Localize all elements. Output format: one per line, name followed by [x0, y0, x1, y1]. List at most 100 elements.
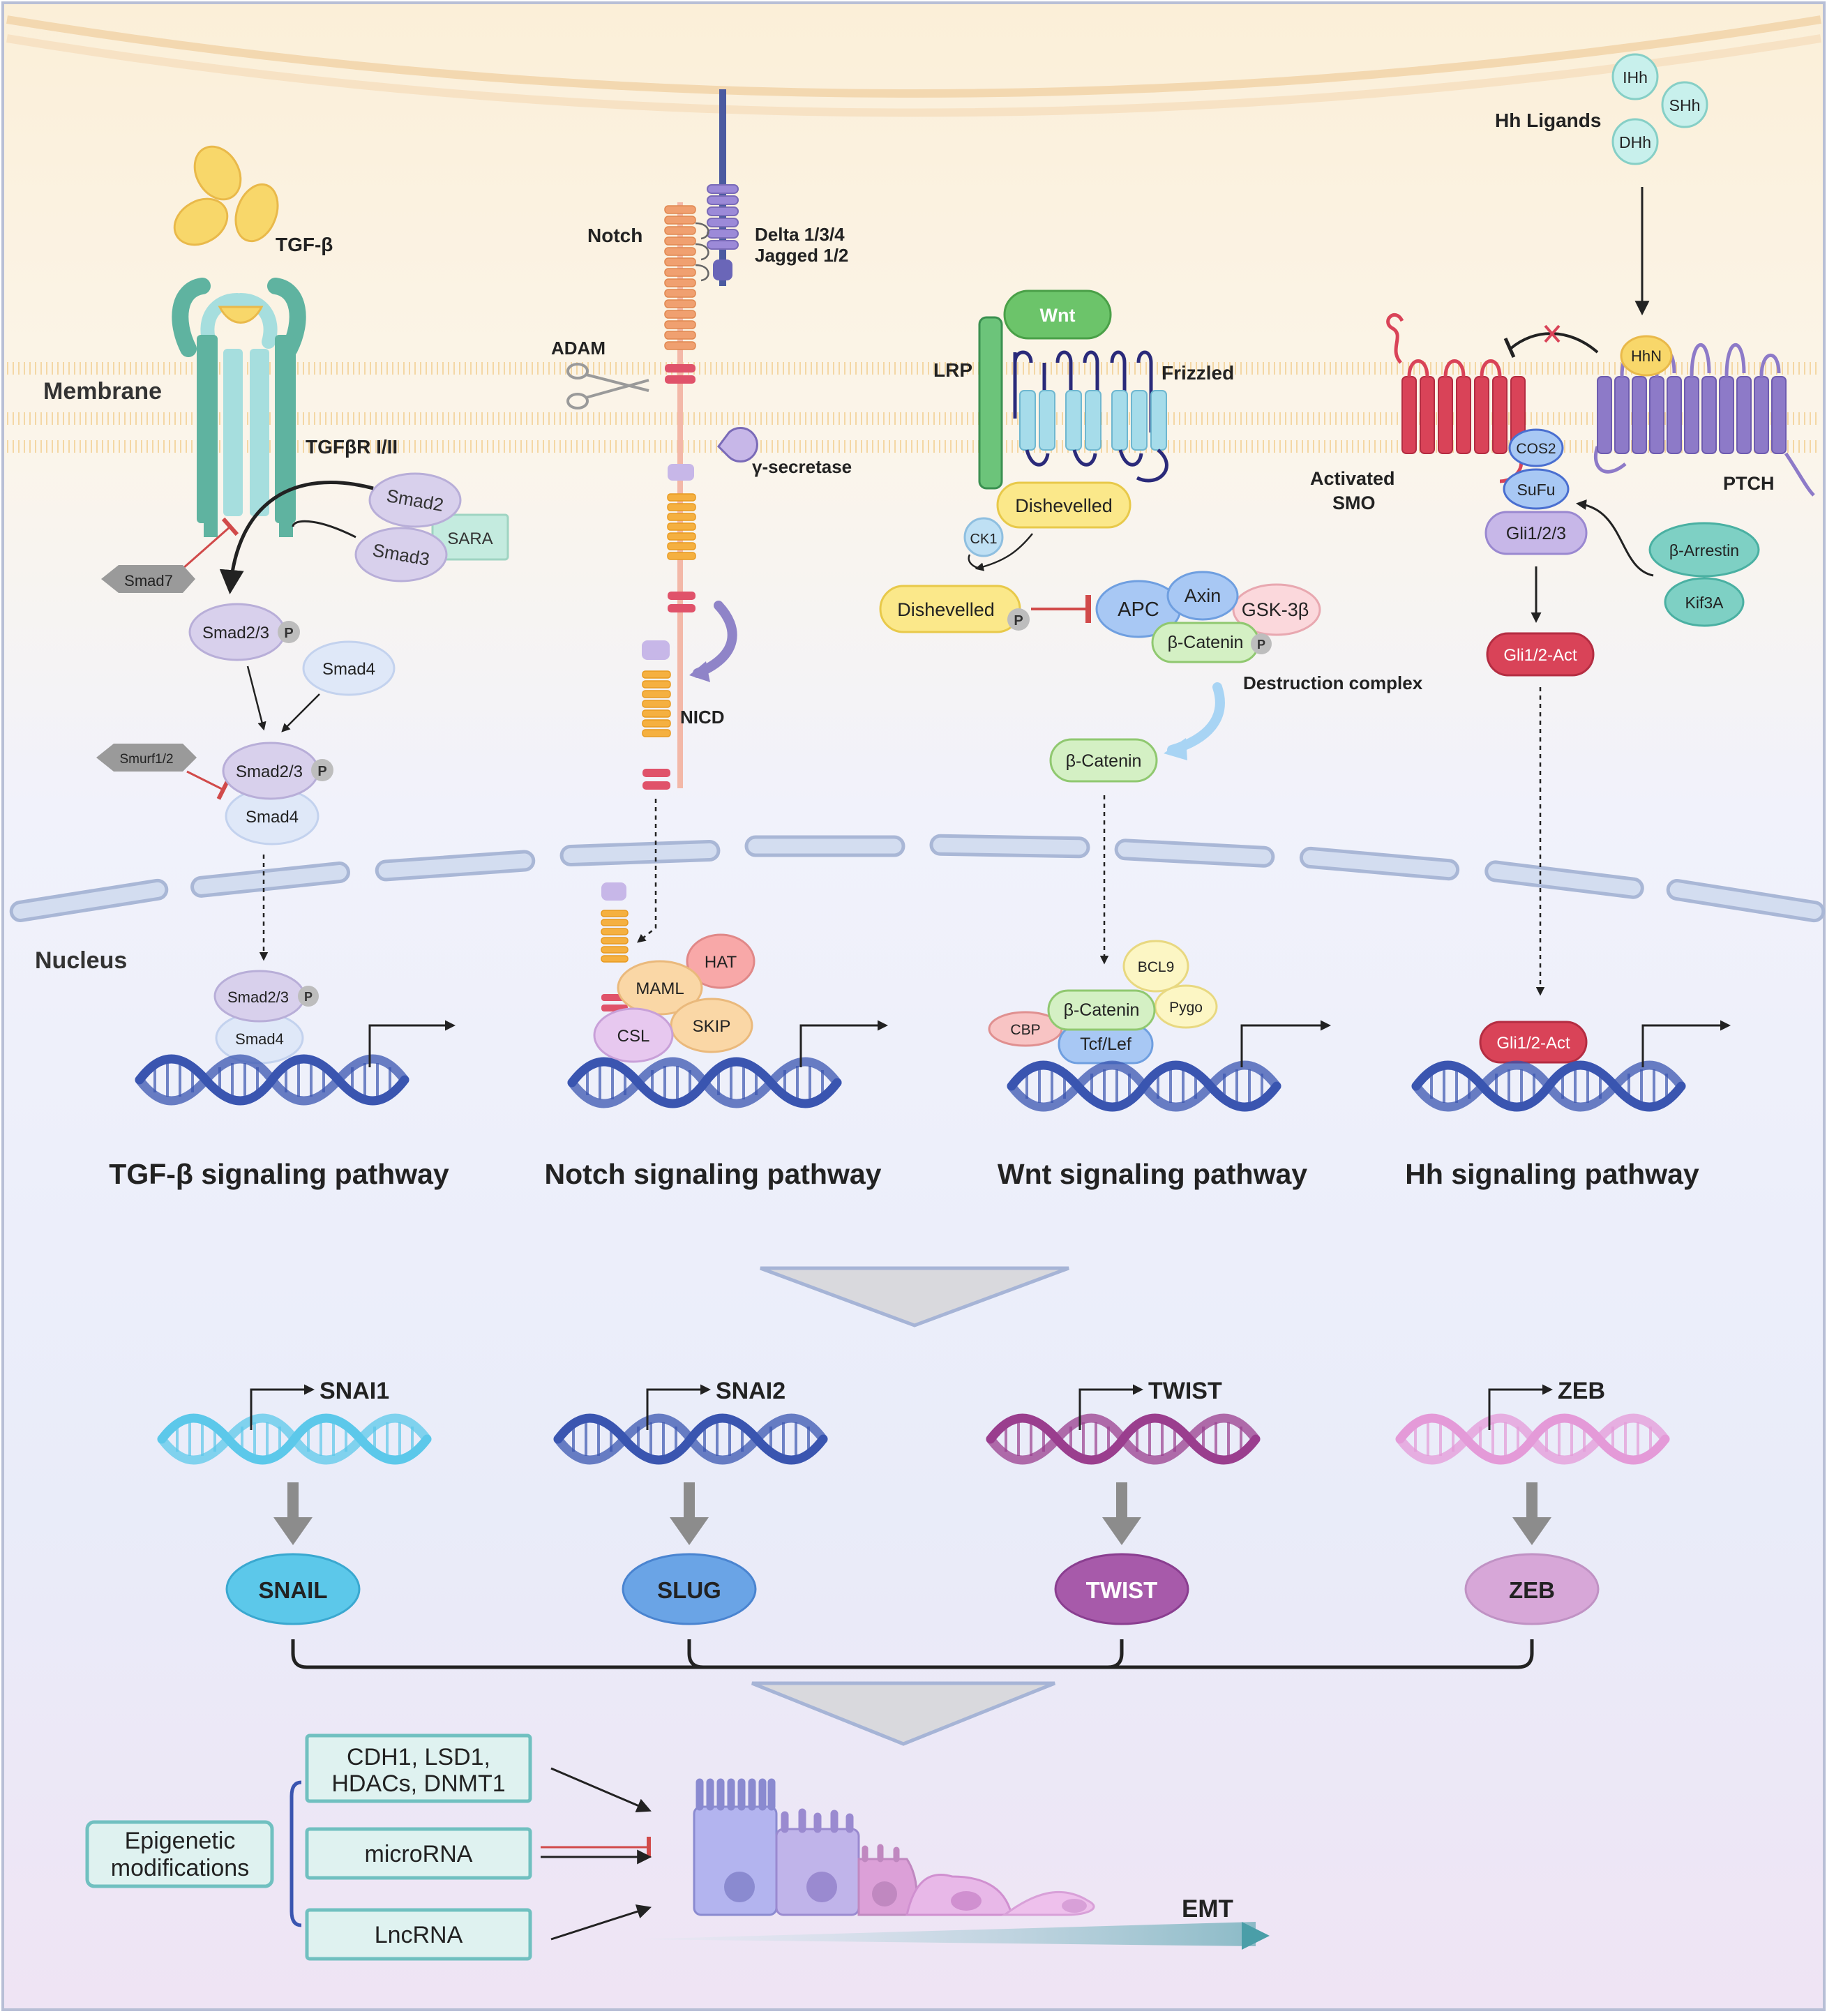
- tgf-beta-pathway: TGF-β Membrane TGFβR I/II SARA Smad2 Sma…: [35, 145, 509, 1190]
- cdh1-box: [305, 1733, 532, 1803]
- hh-pathway-title: Hh signaling pathway: [1405, 1158, 1699, 1190]
- svg-text:HDACs, DNMT1: HDACs, DNMT1: [331, 1770, 505, 1797]
- tgf-transcription-arrow: [368, 1020, 456, 1067]
- svg-text:P: P: [1257, 638, 1265, 652]
- smad7-badge: Smad7: [101, 565, 195, 593]
- notch-transcription-arrow: [799, 1020, 888, 1067]
- converge-triangle-bottom: [751, 1681, 1055, 1746]
- cleavage-curved-arrow: [693, 601, 737, 678]
- svg-text:ZEB: ZEB: [1509, 1577, 1555, 1603]
- svg-text:GSK-3β: GSK-3β: [1242, 599, 1309, 620]
- lrp-label: LRP: [933, 359, 972, 381]
- destruction-complex: GSK-3β APC Axin β-Catenin P: [1095, 571, 1321, 663]
- smad4-node: Smad4: [302, 640, 396, 696]
- barrestin-kif3a: β-Arrestin Kif3A: [1648, 522, 1760, 627]
- protein-bracket: [291, 1639, 1534, 1669]
- svg-text:Tcf/Lef: Tcf/Lef: [1080, 1035, 1131, 1054]
- smo-label: SMO: [1332, 492, 1376, 513]
- dishevelled-phosphorylation-arrow: [975, 533, 1033, 571]
- smad4-to-complex-arrow: [281, 693, 320, 732]
- mesenchymal-cell-1: [905, 1873, 1013, 1916]
- smurf-badge: Smurf1/2: [96, 744, 197, 772]
- ptch-label: PTCH: [1723, 473, 1775, 494]
- hh-ligands: IHh SHh DHh: [1611, 53, 1708, 165]
- svg-text:CSL: CSL: [617, 1027, 650, 1046]
- svg-text:microRNA: microRNA: [365, 1841, 473, 1867]
- microrna-box: [305, 1827, 532, 1880]
- hh-transcription-arrow: [1641, 1020, 1731, 1067]
- notch-transcription-complex: HAT MAML SKIP CSL: [593, 933, 755, 1063]
- delta-label: Delta 1/3/4: [755, 224, 845, 245]
- membrane-label: Membrane: [43, 378, 162, 405]
- svg-text:P: P: [284, 626, 293, 641]
- lncrna-to-emt-arrow: [550, 1904, 652, 1941]
- lncrna-box: [305, 1908, 532, 1961]
- gamma-secretase-icon: [717, 427, 758, 462]
- blocked-x-icon: [1544, 324, 1561, 343]
- zeb-protein: [1464, 1553, 1600, 1625]
- smad23-to-complex-arrow: [246, 665, 266, 731]
- smurf-inhibition: [186, 770, 230, 800]
- nuclear-membrane: [9, 834, 1826, 923]
- frizzled-label: Frizzled: [1161, 362, 1234, 384]
- svg-text:BCL9: BCL9: [1138, 959, 1175, 975]
- svg-text:HAT: HAT: [705, 953, 737, 972]
- svg-text:Pygo: Pygo: [1169, 1000, 1203, 1016]
- nucleus-label: Nucleus: [35, 947, 127, 974]
- tgf-receptor-label: TGFβR I/II: [306, 436, 398, 458]
- snai2-label: SNAI2: [716, 1378, 785, 1404]
- svg-text:DHh: DHh: [1619, 133, 1651, 151]
- adam-label: ADAM: [551, 338, 606, 359]
- snail-protein: [225, 1553, 361, 1625]
- svg-text:TWIST: TWIST: [1086, 1577, 1158, 1603]
- svg-text:CDH1, LSD1,: CDH1, LSD1,: [347, 1744, 490, 1770]
- twist-protein: [1054, 1553, 1189, 1625]
- svg-text:modifications: modifications: [111, 1855, 249, 1881]
- gene-to-protein-arrows: [273, 1482, 1551, 1545]
- svg-text:MAML: MAML: [636, 979, 684, 998]
- regulator-bracket: [290, 1780, 302, 1927]
- dishevelled-phospho: Dishevelled P: [879, 585, 1030, 633]
- emt-label: EMT: [1182, 1895, 1233, 1923]
- svg-text:P: P: [317, 764, 326, 779]
- svg-text:Dishevelled: Dishevelled: [1015, 495, 1113, 516]
- svg-text:Gli1/2/3: Gli1/2/3: [1506, 524, 1566, 543]
- svg-text:Gli1/2-Act: Gli1/2-Act: [1496, 1034, 1570, 1053]
- svg-text:β-Catenin: β-Catenin: [1168, 633, 1244, 652]
- notch-label: Notch: [587, 225, 642, 246]
- nicd-translocation-arrow: [637, 799, 657, 943]
- smad7-inhibition: [182, 517, 239, 570]
- nicd-nucleus-icon: [601, 882, 629, 1011]
- ck1-node: CK1: [963, 517, 1004, 557]
- svg-text:CK1: CK1: [970, 532, 998, 547]
- smad-loop-line: [292, 520, 356, 539]
- nicd-label: NICD: [680, 707, 725, 728]
- activated-label: Activated: [1310, 468, 1395, 489]
- svg-text:Wnt: Wnt: [1040, 305, 1076, 326]
- emt-proteins: SNAIL SLUG TWIST ZEB: [225, 1553, 1600, 1625]
- svg-text:Epigenetic: Epigenetic: [125, 1828, 236, 1854]
- tgf-pathway-title: TGF-β signaling pathway: [109, 1158, 449, 1190]
- svg-text:COS2: COS2: [1516, 441, 1556, 457]
- svg-text:β-Arrestin: β-Arrestin: [1669, 541, 1739, 559]
- svg-text:Kif3A: Kif3A: [1685, 594, 1724, 612]
- svg-text:Dishevelled: Dishevelled: [897, 599, 995, 620]
- smad23-phospho-node: Smad2/3 P: [188, 603, 300, 661]
- hh-ligands-label: Hh Ligands: [1495, 110, 1601, 131]
- svg-text:Smad4: Smad4: [322, 660, 375, 679]
- frizzled-receptor-icon: [1013, 350, 1168, 483]
- tgf-beta-ligand-icon: [173, 145, 279, 246]
- scissors-icon: [566, 363, 649, 409]
- hhn-node: HhN: [1620, 335, 1673, 377]
- destruction-complex-label: Destruction complex: [1243, 672, 1423, 693]
- twist-gene-label: TWIST: [1148, 1378, 1222, 1404]
- gamma-secretase-label: γ-secretase: [752, 456, 852, 477]
- svg-text:Smad7: Smad7: [124, 572, 173, 589]
- slug-protein: [622, 1553, 757, 1625]
- lrp-receptor-icon: [978, 316, 1003, 490]
- barrestin-to-complex-arrow: [1576, 499, 1654, 577]
- svg-text:Smad4: Smad4: [235, 1030, 284, 1048]
- wnt-pathway-title: Wnt signaling pathway: [998, 1158, 1307, 1190]
- receptor-to-smad-arrow: [219, 481, 374, 594]
